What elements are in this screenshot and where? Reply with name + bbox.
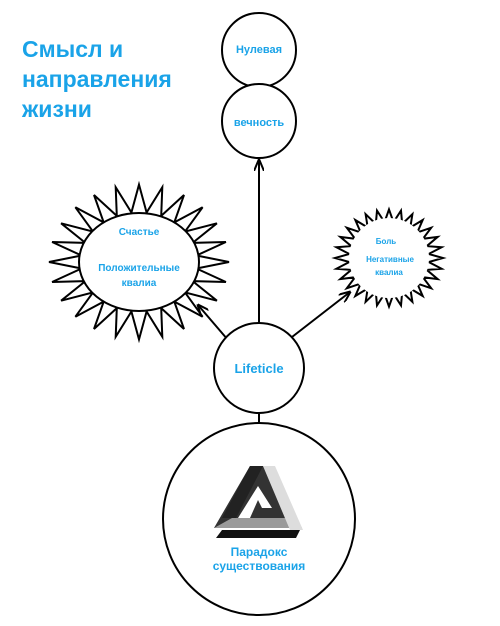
arrow-to-pain (291, 292, 350, 338)
zero-circle-bottom (221, 83, 297, 159)
page-title: Смысл и направления жизни (22, 36, 172, 122)
penrose-triangle-icon (214, 466, 303, 538)
lifeticle-circle (213, 322, 305, 414)
happiness-label: Счастье (119, 227, 160, 238)
lifeticle-label: Lifeticle (234, 361, 283, 376)
paradox-line2: существования (213, 559, 306, 573)
negative-qualia-line1: Негативные (366, 255, 414, 264)
negative-qualia-line2: квалиа (375, 268, 403, 277)
happiness-circle (78, 212, 200, 312)
paradox-line1: Парадокс (231, 545, 288, 559)
positive-qualia-line1: Положительные (98, 263, 180, 274)
zero-top-label: Нулевая (236, 44, 282, 56)
zero-bottom-label: вечность (234, 117, 285, 129)
pain-label: Боль (376, 237, 397, 246)
positive-qualia-line2: квалиа (122, 278, 157, 289)
pain-circle (349, 218, 429, 298)
arrow-to-happiness (198, 305, 229, 341)
